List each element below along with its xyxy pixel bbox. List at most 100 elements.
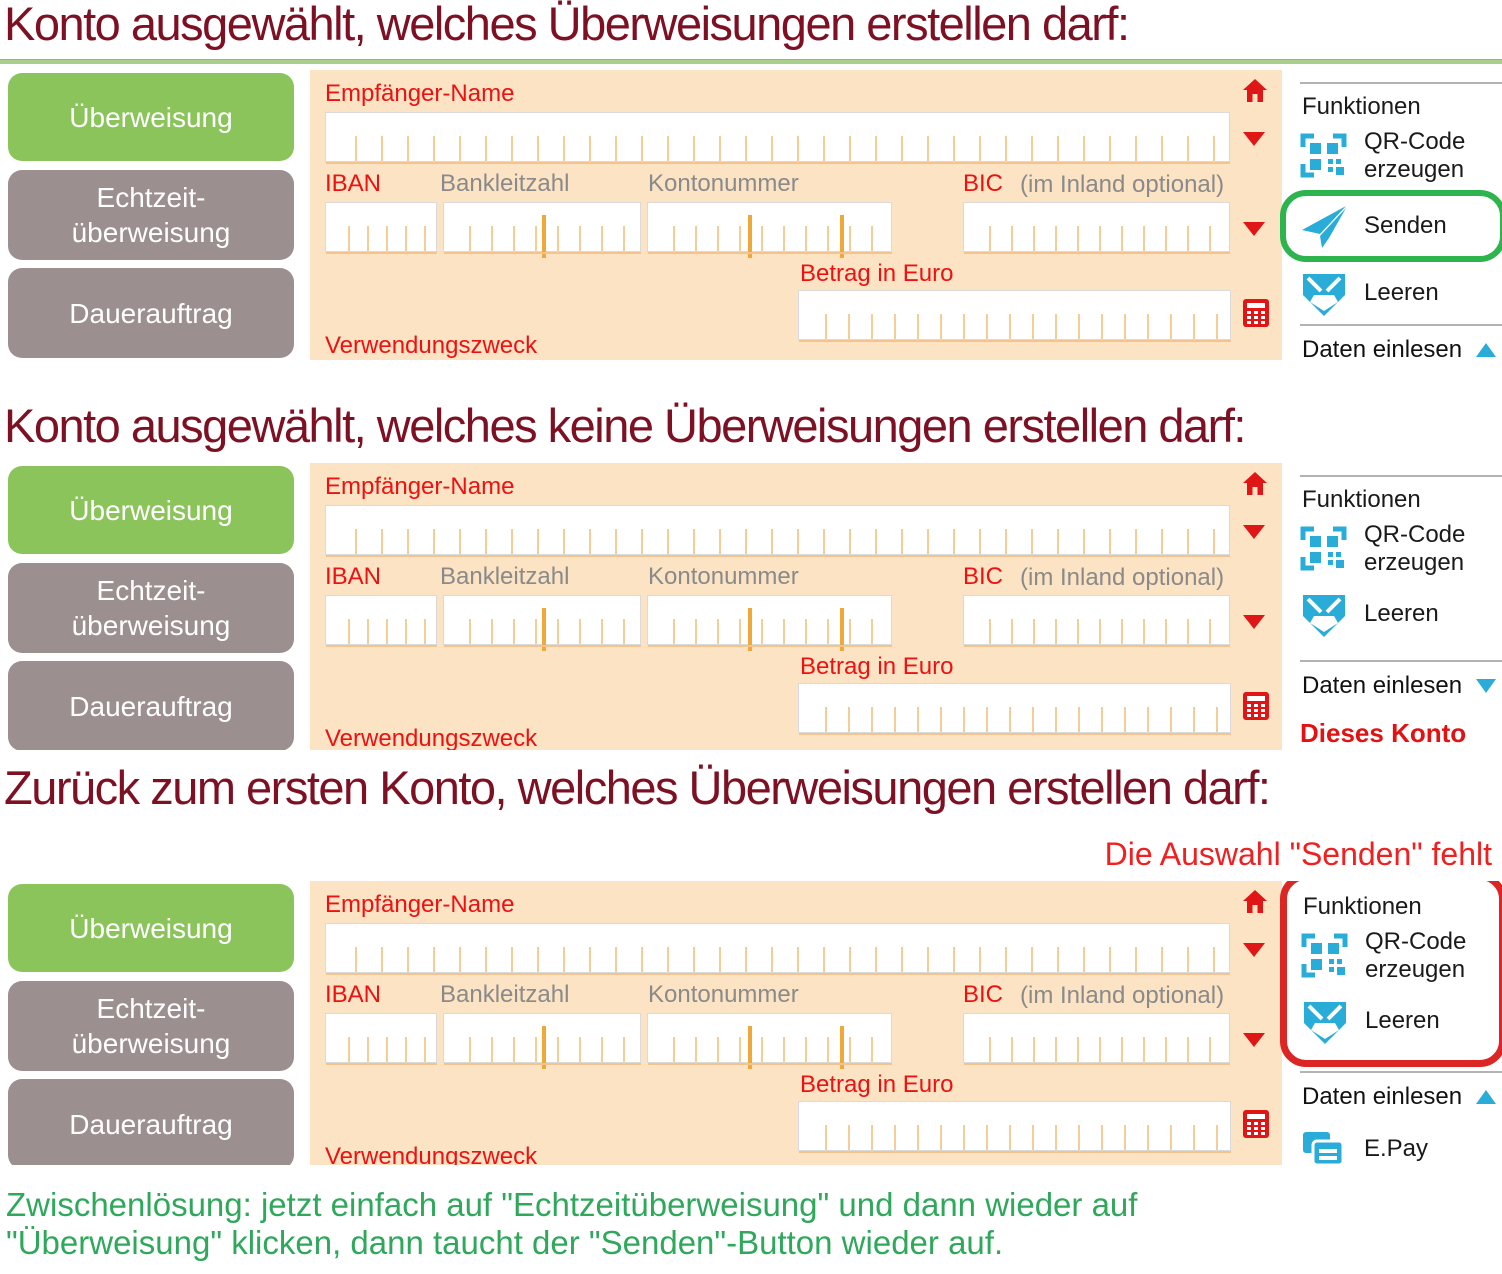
empfaenger-dropdown-icon[interactable]: [1242, 130, 1272, 160]
bic-input[interactable]: [963, 595, 1230, 647]
section1-heading: Konto ausgewählt, welches Überweisungen …: [4, 0, 1130, 50]
betrag-label: Betrag in Euro: [800, 653, 954, 680]
workaround-note-line2: "Überweisung" klicken, dann taucht der "…: [6, 1223, 1004, 1261]
divider: [1300, 324, 1502, 327]
paper-plane-icon: [1300, 202, 1348, 250]
tab-dauerauftrag[interactable]: Dauerauftrag: [8, 661, 294, 750]
bic-dropdown-icon[interactable]: [1242, 1031, 1272, 1061]
empfaenger-dropdown-icon[interactable]: [1242, 523, 1272, 553]
tab-ueberweisung[interactable]: Überweisung: [8, 466, 294, 554]
qr-code-icon: [1300, 132, 1348, 180]
tab-echtzeitueberweisung[interactable]: Echtzeit- überweisung: [8, 170, 294, 260]
bic-hint-label: (im Inland optional): [1020, 564, 1225, 591]
panel-2: Überweisung Echtzeit- überweisung Dauera…: [0, 463, 1502, 750]
daten-einlesen-arrow-icon: [1476, 1089, 1496, 1105]
qr-code-button[interactable]: QR-Code erzeugen: [1300, 521, 1502, 576]
workaround-note-line1: Zwischenlösung: jetzt einfach auf "Echtz…: [6, 1186, 1138, 1223]
kontonummer-input[interactable]: [647, 1013, 892, 1069]
functions-column: Funktionen QR-Code erzeugen Leeren Daten…: [1300, 463, 1502, 750]
heading-underline: [0, 59, 1502, 64]
tab-ueberweisung[interactable]: Überweisung: [8, 73, 294, 161]
functions-title: Funktionen: [1302, 93, 1421, 120]
bic-label: BIC: [963, 170, 1004, 197]
iban-label: IBAN: [325, 981, 382, 1008]
panel-3: Überweisung Echtzeit- überweisung Dauera…: [0, 881, 1502, 1165]
bic-label: BIC: [963, 563, 1004, 590]
empfaenger-input[interactable]: [325, 505, 1230, 557]
bankleitzahl-label: Bankleitzahl: [440, 981, 570, 1008]
qr-code-icon: [1301, 932, 1349, 980]
functions-title: Funktionen: [1303, 893, 1422, 920]
home-icon[interactable]: [1242, 78, 1272, 108]
transfer-form: Empfänger-Name IBAN Bankleitzahl Kontonu…: [310, 463, 1282, 750]
divider: [1300, 475, 1502, 477]
kontonummer-label: Kontonummer: [648, 563, 799, 590]
kontonummer-input[interactable]: [647, 595, 892, 651]
bankleitzahl-input[interactable]: [443, 1013, 641, 1069]
qr-code-button[interactable]: QR-Code erzeugen: [1300, 128, 1502, 183]
divider: [1300, 660, 1502, 663]
bankleitzahl-label: Bankleitzahl: [440, 563, 570, 590]
qr-code-icon: [1300, 525, 1348, 573]
senden-missing-note: Die Auswahl "Senden" fehlt: [1104, 836, 1492, 872]
iban-input[interactable]: [325, 1013, 437, 1065]
section2-heading: Konto ausgewählt, welches keine Überweis…: [4, 399, 1246, 452]
leeren-button[interactable]: Leeren: [1300, 590, 1502, 640]
daten-einlesen-toggle[interactable]: Daten einlesen: [1300, 1081, 1502, 1113]
tab-dauerauftrag[interactable]: Dauerauftrag: [8, 268, 294, 358]
tab-echtzeitueberweisung[interactable]: Echtzeit- überweisung: [8, 981, 294, 1071]
clear-envelope-icon: [1300, 269, 1348, 319]
senden-highlight-box: Senden: [1280, 190, 1502, 263]
calculator-icon[interactable]: [1242, 1109, 1272, 1139]
qr-code-button[interactable]: QR-Code erzeugen: [1301, 928, 1495, 983]
kontonummer-input[interactable]: [647, 202, 892, 258]
empfaenger-input[interactable]: [325, 112, 1230, 164]
tab-ueberweisung[interactable]: Überweisung: [8, 884, 294, 972]
betrag-input[interactable]: [798, 290, 1231, 342]
betrag-input[interactable]: [798, 683, 1231, 735]
senden-button[interactable]: Senden: [1300, 202, 1496, 250]
bic-hint-label: (im Inland optional): [1020, 982, 1225, 1009]
daten-einlesen-toggle[interactable]: Daten einlesen: [1300, 670, 1502, 702]
kontonummer-label: Kontonummer: [648, 170, 799, 197]
empfaenger-label: Empfänger-Name: [325, 473, 515, 500]
functions-column: Funktionen QR-Code erzeugen Senden Leere…: [1280, 70, 1502, 362]
functions-column: Funktionen QR-Code erzeugen Leeren Daten…: [1280, 881, 1502, 1165]
workaround-note: Zwischenlösung: jetzt einfach auf "Echtz…: [6, 1186, 1137, 1262]
verwendungszweck-label: Verwendungszweck: [325, 725, 538, 750]
leeren-button[interactable]: Leeren: [1300, 269, 1502, 319]
verwendungszweck-label: Verwendungszweck: [325, 332, 538, 359]
home-icon[interactable]: [1242, 889, 1272, 919]
betrag-label: Betrag in Euro: [800, 260, 954, 287]
leeren-button[interactable]: Leeren: [1301, 997, 1495, 1047]
panel-1: Überweisung Echtzeit- überweisung Dauera…: [0, 70, 1502, 362]
empfaenger-dropdown-icon[interactable]: [1242, 941, 1272, 971]
bic-input[interactable]: [963, 1013, 1230, 1065]
betrag-input[interactable]: [798, 1101, 1231, 1153]
divider: [1300, 82, 1502, 84]
missing-senden-highlight-box: Funktionen QR-Code erzeugen Leeren: [1280, 881, 1502, 1068]
bankleitzahl-input[interactable]: [443, 595, 641, 651]
clear-envelope-icon: [1301, 997, 1349, 1047]
bic-input[interactable]: [963, 202, 1230, 254]
functions-title: Funktionen: [1302, 486, 1421, 513]
bic-dropdown-icon[interactable]: [1242, 613, 1272, 643]
unsupported-warning: Dieses Konto unterstützt diese: [1300, 718, 1467, 750]
bankleitzahl-input[interactable]: [443, 202, 641, 258]
home-icon[interactable]: [1242, 471, 1272, 501]
bic-label: BIC: [963, 981, 1004, 1008]
empfaenger-input[interactable]: [325, 923, 1230, 975]
iban-input[interactable]: [325, 202, 437, 254]
empfaenger-label: Empfänger-Name: [325, 80, 515, 107]
calculator-icon[interactable]: [1242, 691, 1272, 721]
daten-einlesen-toggle[interactable]: Daten einlesen: [1300, 334, 1502, 362]
epay-button[interactable]: E.Pay: [1300, 1125, 1502, 1165]
bic-dropdown-icon[interactable]: [1242, 220, 1272, 250]
epay-cards-icon: [1300, 1125, 1348, 1165]
betrag-label: Betrag in Euro: [800, 1071, 954, 1098]
tab-dauerauftrag[interactable]: Dauerauftrag: [8, 1079, 294, 1165]
tab-echtzeitueberweisung[interactable]: Echtzeit- überweisung: [8, 563, 294, 653]
iban-input[interactable]: [325, 595, 437, 647]
calculator-icon[interactable]: [1242, 298, 1272, 328]
iban-label: IBAN: [325, 563, 382, 590]
